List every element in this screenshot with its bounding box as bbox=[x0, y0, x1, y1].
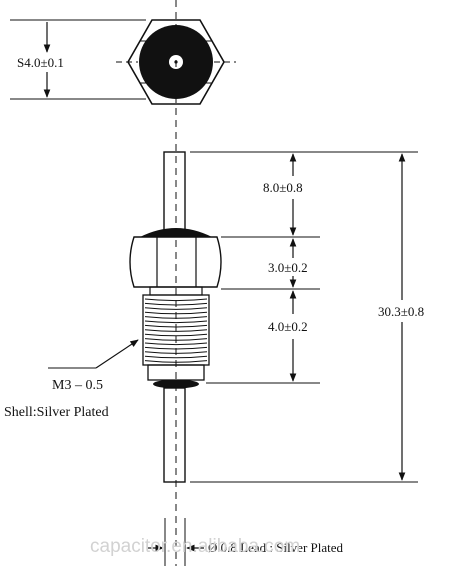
thread-length-dimension: 4.0±0.2 bbox=[268, 290, 308, 382]
nut-height-label: 3.0±0.2 bbox=[268, 260, 308, 275]
extension-lines bbox=[190, 151, 418, 483]
lead-length-dimension: 8.0±0.8 bbox=[263, 153, 303, 236]
overall-length-dimension: 30.3±0.8 bbox=[378, 153, 424, 481]
hex-width-label: S4.0±0.1 bbox=[17, 55, 64, 70]
lead-length-label: 8.0±0.8 bbox=[263, 180, 303, 195]
thread-length-label: 4.0±0.2 bbox=[268, 319, 308, 334]
lead-diameter-dimension: Ø 0.8 Lead : Silver Plated bbox=[148, 518, 344, 566]
watermark: capacitor.en.alibaba.com bbox=[90, 536, 300, 557]
thread-crest bbox=[144, 329, 208, 332]
thread-spec-label: M3 – 0.5 bbox=[52, 378, 103, 393]
thread-crest bbox=[144, 355, 208, 359]
thread-crest bbox=[144, 320, 208, 324]
shell-note-label: Shell:Silver Plated bbox=[4, 405, 109, 420]
thread-crest bbox=[144, 342, 208, 346]
thread-leader: M3 – 0.5 Shell:Silver Plated bbox=[4, 339, 139, 420]
hex-width-dimension: S4.0±0.1 bbox=[10, 19, 146, 100]
thread-crest bbox=[144, 333, 208, 337]
overall-length-label: 30.3±0.8 bbox=[378, 304, 424, 319]
thread-crest bbox=[144, 307, 208, 310]
nut-height-dimension: 3.0±0.2 bbox=[268, 238, 308, 288]
lead-note-label: Ø 0.8 Lead : Silver Plated bbox=[208, 540, 344, 555]
